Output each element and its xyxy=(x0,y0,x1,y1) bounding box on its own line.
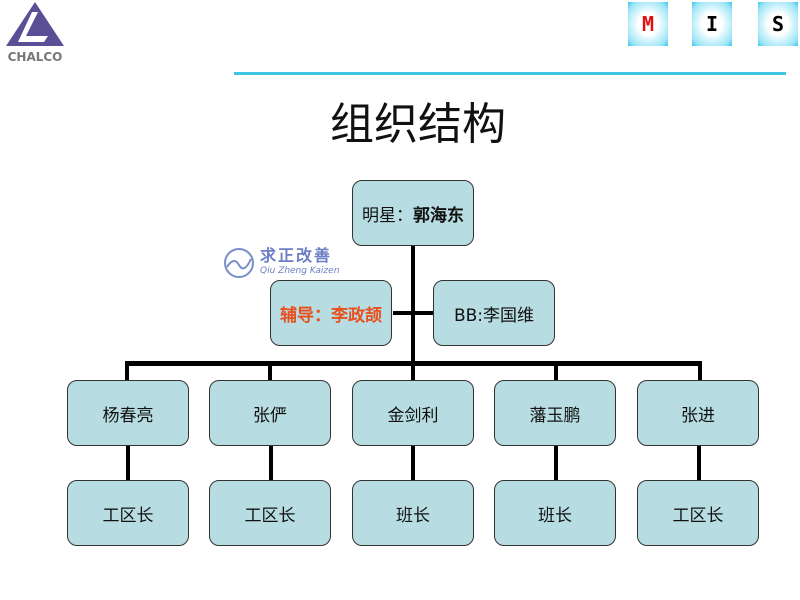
member-node: 金剑利 xyxy=(352,380,474,446)
drop-line xyxy=(554,361,558,380)
member-node: 杨春亮 xyxy=(67,380,189,446)
header-divider xyxy=(234,72,786,75)
drop-line xyxy=(698,361,702,380)
letter-s: S xyxy=(771,12,785,36)
drop-line xyxy=(125,361,129,380)
letter-i: I xyxy=(705,12,719,36)
member-node: 藩玉鹏 xyxy=(494,380,616,446)
assistant-line xyxy=(393,311,433,315)
watermark-cn: 求正改善 xyxy=(260,246,333,265)
member-node: 张俨 xyxy=(209,380,331,446)
logo-triangle-icon xyxy=(6,2,64,46)
member-node: 张进 xyxy=(637,380,759,446)
advisor-text: 辅导：李政颉 xyxy=(280,305,382,326)
watermark: 求正改善 Qiu Zheng Kaizen xyxy=(222,247,350,279)
watermark-emblem-icon xyxy=(224,248,254,278)
root-label: 明星： xyxy=(362,205,413,226)
header-letter-i: I xyxy=(692,2,732,46)
root-node: 明星：郭海东 xyxy=(352,180,474,246)
role-node: 工区长 xyxy=(637,480,759,546)
watermark-en: Qiu Zheng Kaizen xyxy=(260,266,340,276)
role-node: 班长 xyxy=(494,480,616,546)
bb-node: BB:李国维 xyxy=(433,280,555,346)
role-line xyxy=(697,446,701,480)
role-node: 工区长 xyxy=(209,480,331,546)
role-line xyxy=(411,446,415,480)
branch-line xyxy=(125,361,702,366)
chalco-logo: CHALCO xyxy=(2,2,68,64)
advisor-node: 辅导：李政颉 xyxy=(270,280,392,346)
role-node: 工区长 xyxy=(67,480,189,546)
drop-line xyxy=(268,361,272,380)
bb-text: BB:李国维 xyxy=(453,305,535,326)
role-node: 班长 xyxy=(352,480,474,546)
role-line xyxy=(269,446,273,480)
role-line xyxy=(554,446,558,480)
page-title: 组织结构 xyxy=(330,99,506,150)
logo-text: CHALCO xyxy=(7,50,63,64)
header-letter-s: S xyxy=(758,2,798,46)
role-line xyxy=(126,446,130,480)
header-letter-m: M xyxy=(628,2,668,46)
root-name: 郭海东 xyxy=(413,205,464,226)
letter-m: M xyxy=(641,12,655,36)
